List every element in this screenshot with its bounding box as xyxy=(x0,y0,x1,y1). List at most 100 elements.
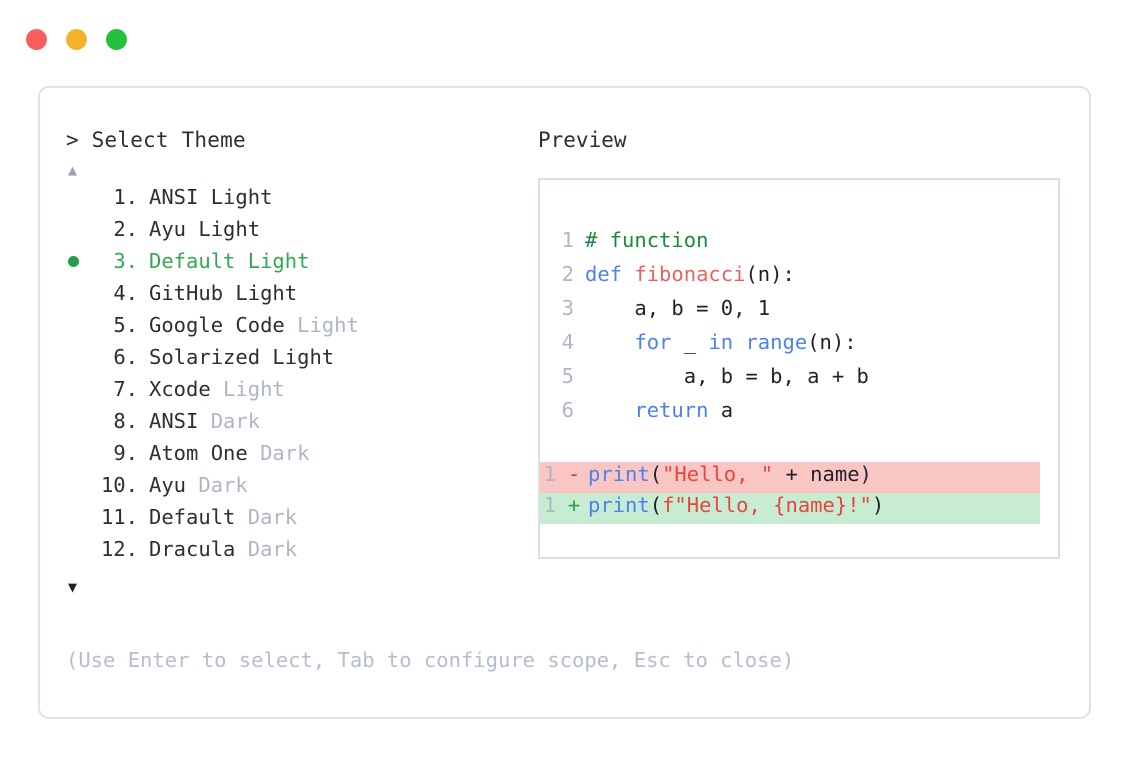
line-number: 1 xyxy=(543,493,556,517)
theme-item-index: 6. xyxy=(113,345,138,369)
line-number: 3 xyxy=(561,296,574,320)
theme-list-item[interactable]: 8. ANSI Dark xyxy=(66,409,536,441)
theme-list-item[interactable]: 2. Ayu Light xyxy=(66,217,536,249)
code-line-content: a, b = 0, 1 xyxy=(585,296,770,320)
line-number: 1 xyxy=(561,228,574,252)
code-token-plain xyxy=(585,398,634,422)
scroll-up-arrow[interactable]: ▲ xyxy=(68,161,78,179)
code-token-plain: + name) xyxy=(773,462,872,486)
code-line: 3 a, b = 0, 1 xyxy=(540,296,1058,330)
code-token-plain: a, b = 0, 1 xyxy=(585,296,771,320)
theme-list-item[interactable]: 1. ANSI Light xyxy=(66,185,536,217)
theme-item-index: 9. xyxy=(113,441,138,465)
theme-list-item[interactable]: 12. Dracula Dark xyxy=(66,537,536,569)
minimize-button[interactable] xyxy=(66,29,87,50)
code-token-string: f"Hello, {name}!" xyxy=(662,493,872,517)
theme-item-index: 10. xyxy=(100,473,138,497)
code-token-keyword: print xyxy=(588,493,650,517)
theme-item-variant: Dark xyxy=(198,409,261,433)
theme-list-item[interactable]: 7. Xcode Light xyxy=(66,377,536,409)
code-token-plain: ) xyxy=(871,493,885,517)
theme-item-index: 5. xyxy=(113,313,138,337)
scroll-down-arrow[interactable]: ▼ xyxy=(68,578,78,596)
theme-item-index: 12. xyxy=(100,537,138,561)
keyboard-hint: (Use Enter to select, Tab to configure s… xyxy=(66,648,795,672)
prompt-header: > Select Theme xyxy=(66,128,246,152)
theme-item-index: 8. xyxy=(113,409,138,433)
code-token-keyword: return xyxy=(634,398,709,422)
theme-item-name: Ayu xyxy=(149,473,187,497)
code-token-string: "Hello, " xyxy=(662,462,774,486)
theme-item-name: Atom One xyxy=(149,441,248,465)
theme-item-name: ANSI Light xyxy=(149,185,273,209)
code-line-content: # function xyxy=(585,228,708,252)
theme-item-index: 2. xyxy=(113,217,138,241)
theme-item-index: 3. xyxy=(113,249,138,273)
theme-list-item[interactable]: 10.Ayu Dark xyxy=(66,473,536,505)
line-number: 2 xyxy=(561,262,574,286)
code-token-plain xyxy=(585,330,634,354)
theme-list-item[interactable]: 9. Atom One Dark xyxy=(66,441,536,473)
line-number: 1 xyxy=(543,462,556,486)
theme-item-name: Xcode xyxy=(149,377,211,401)
theme-item-name: Google Code xyxy=(149,313,285,337)
code-line-content: for _ in range(n): xyxy=(585,330,857,354)
theme-item-variant: Dark xyxy=(247,441,310,465)
theme-list-item[interactable]: 4.GitHub Light xyxy=(66,281,536,313)
theme-item-name: Default xyxy=(149,505,236,529)
close-button[interactable] xyxy=(26,29,47,50)
theme-item-index: 1. xyxy=(113,185,138,209)
theme-list-item[interactable]: 3. Default Light xyxy=(66,249,536,281)
code-token-plain: ( xyxy=(649,493,663,517)
code-blank-line xyxy=(540,432,1058,462)
theme-list-item[interactable]: 5. Google Code Light xyxy=(66,313,536,345)
theme-item-name: ANSI xyxy=(149,409,199,433)
preview-label: Preview xyxy=(538,128,627,152)
line-number: 4 xyxy=(561,330,574,354)
code-line: 5 a, b = b, a + b xyxy=(540,364,1058,398)
code-line: 2 def fibonacci(n): xyxy=(540,262,1058,296)
theme-item-name: Ayu Light xyxy=(149,217,261,241)
theme-list-item[interactable]: 6.Solarized Light xyxy=(66,345,536,377)
diff-line-add: 1 + print(f"Hello, {name}!") xyxy=(540,493,1040,524)
code-token-func: fibonacci xyxy=(634,262,746,286)
code-token-plain: (n): xyxy=(745,262,795,286)
theme-item-index: 11. xyxy=(100,505,138,529)
diff-line-del: 1-print("Hello, " + name) xyxy=(540,462,1040,493)
theme-item-index: 7. xyxy=(113,377,138,401)
theme-item-variant: Dark xyxy=(235,505,298,529)
diff-marker: + xyxy=(567,493,581,517)
diff-line-content: print(f"Hello, {name}!") xyxy=(588,493,884,517)
theme-list-item[interactable]: 11. Default Dark xyxy=(66,505,536,537)
theme-item-index: 4. xyxy=(113,281,138,305)
theme-item-variant: Light xyxy=(210,377,285,401)
theme-item-variant: Dark xyxy=(235,537,298,561)
code-token-plain: (n): xyxy=(807,330,857,354)
code-line: 6 return a xyxy=(540,398,1058,432)
theme-item-variant: Light xyxy=(284,313,359,337)
code-token-keyword: print xyxy=(588,462,650,486)
diff-line-content: print("Hello, " + name) xyxy=(588,462,872,486)
window-titlebar xyxy=(26,29,127,50)
code-token-plain: a, b = b, a + b xyxy=(585,364,869,388)
code-token-plain: a xyxy=(708,398,734,422)
code-line-content: a, b = b, a + b xyxy=(585,364,869,388)
theme-selector-column: > Select Theme ▲ 1. ANSI Light 2. Ayu Light… xyxy=(66,128,536,598)
code-token-keyword: for xyxy=(634,330,672,354)
preview-diff: 1-print("Hello, " + name)1+print(f"Hello… xyxy=(540,462,1058,524)
selected-bullet-icon xyxy=(68,256,79,267)
code-line: 1 # function xyxy=(540,228,1058,262)
theme-item-name: Default Light xyxy=(149,249,310,273)
code-token-keyword: in range xyxy=(708,330,808,354)
code-line: 4 for _ in range(n): xyxy=(540,330,1058,364)
theme-picker-card: > Select Theme ▲ 1. ANSI Light 2. Ayu Light… xyxy=(38,86,1091,719)
diff-marker: - xyxy=(567,462,581,486)
maximize-button[interactable] xyxy=(106,29,127,50)
theme-item-name: Dracula xyxy=(149,537,236,561)
code-token-keyword: def xyxy=(585,262,635,286)
code-token-plain: ( xyxy=(649,462,663,486)
